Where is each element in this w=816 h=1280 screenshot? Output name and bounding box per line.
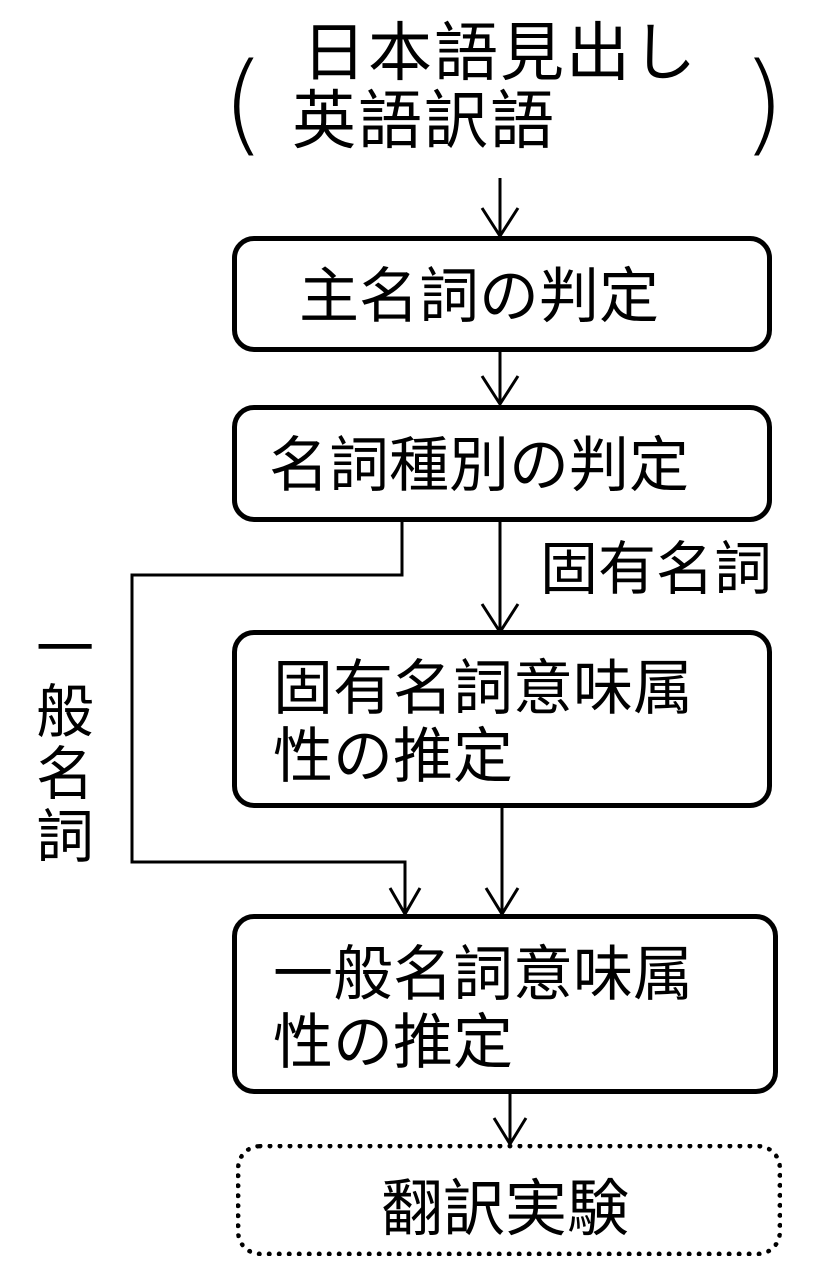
step-translation-experiment-box: 翻訳実験 bbox=[236, 1144, 782, 1256]
step-noun-type-label: 名詞種別の判定 bbox=[269, 431, 689, 501]
step-noun-type-box: 名詞種別の判定 bbox=[232, 405, 772, 522]
input-japanese-headword: 日本語見出し bbox=[302, 17, 698, 91]
arrow-noun-type-to-common bbox=[130, 520, 407, 912]
step-common-noun-attr-box: 一般名詞意味属 性の推定 bbox=[232, 914, 778, 1094]
branch-label-proper-noun: 固有名詞 bbox=[540, 535, 773, 603]
step-translation-experiment-label: 翻訳実験 bbox=[381, 1172, 630, 1245]
close-paren: ) bbox=[742, 39, 785, 167]
common-noun-char: 詞 bbox=[35, 802, 94, 871]
step-proper-noun-attr-line1: 固有名詞意味属 bbox=[273, 654, 693, 724]
branch-label-common-noun: 一 般 名 詞 bbox=[30, 618, 100, 869]
step-common-noun-attr-line2: 性の推定 bbox=[273, 1008, 513, 1078]
step-proper-noun-attr-box: 固有名詞意味属 性の推定 bbox=[232, 630, 772, 808]
common-noun-char: 般 bbox=[35, 677, 94, 746]
input-english-translation: 英語訳語 bbox=[292, 85, 556, 159]
common-noun-char: 名 bbox=[35, 740, 94, 809]
common-noun-char: 一 bbox=[35, 615, 94, 683]
step-common-noun-attr-line1: 一般名詞意味属 bbox=[273, 940, 693, 1010]
step-proper-noun-attr-line2: 性の推定 bbox=[273, 722, 513, 792]
step-main-noun-label: 主名詞の判定 bbox=[299, 262, 659, 332]
step-main-noun-box: 主名詞の判定 bbox=[232, 236, 772, 352]
arrow-head bbox=[480, 375, 520, 407]
open-paren: ( bbox=[222, 39, 265, 167]
